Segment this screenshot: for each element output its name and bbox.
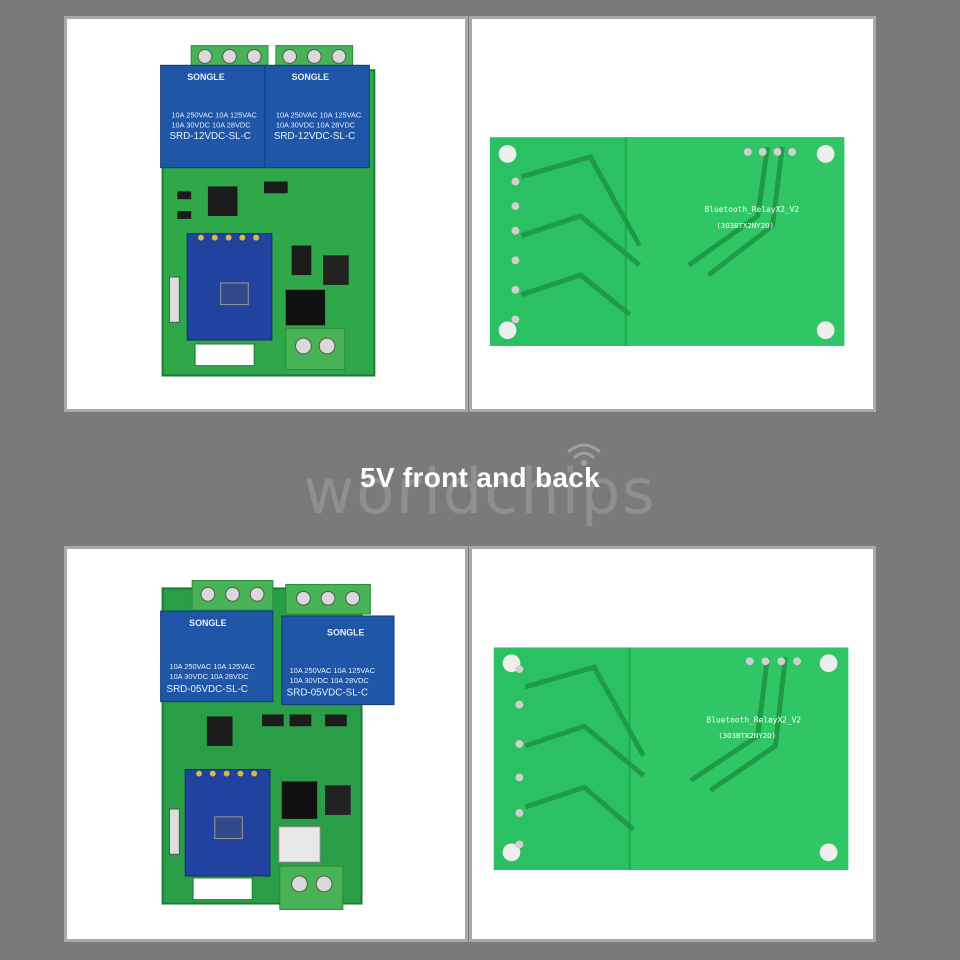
relay-rating-text: 10A 30VDC 10A 28VDC [276,120,356,129]
relay-brand-text: SONGLE [187,72,225,82]
relay-brand-text: SONGLE [189,618,227,628]
relay-brand-text: SONGLE [327,628,365,638]
relay-rating-text: 10A 30VDC 10A 28VDC [171,120,251,129]
relay-rating-text: 10A 250VAC 10A 125VAC [169,662,255,671]
relay-rating-text: 10A 250VAC 10A 125VAC [276,110,362,119]
relay-rating-text: 10A 250VAC 10A 125VAC [290,666,376,675]
relay-brand-text: SONGLE [292,72,330,82]
relay-model-text: SRD-12VDC-SL-C [274,131,355,142]
relay-rating-text: 10A 250VAC 10A 125VAC [171,110,257,119]
relay-rating-text: 10A 30VDC 10A 28VDC [290,676,370,685]
photo-front-top: SONGLE SONGLE 10A 250VAC 10A 125VAC 10A … [64,16,468,412]
watermark: worldchips [303,455,657,528]
wifi-icon [567,443,601,466]
photo-back-top: Bluetooth_RelayX2_V2 (3O3BTX2NY2O) [469,16,876,412]
caption-text: 5V front and back [359,462,601,493]
relay-model-text: SRD-05VDC-SL-C [167,684,248,695]
photo-front-bottom: SONGLE SONGLE 10A 250VAC 10A 125VAC 10A … [64,546,468,942]
board-code-text: (3O3BTX2NY2O) [718,731,776,740]
board-name-text: Bluetooth_RelayX2_V2 [705,205,800,214]
relay-board-back-image: Bluetooth_RelayX2_V2 (3O3BTX2NY2O) [493,647,849,871]
photo-back-bottom: Bluetooth_RelayX2_V2 (3O3BTX2NY2O) [469,546,876,942]
relay-board-front-image: SONGLE SONGLE 10A 250VAC 10A 125VAC 10A … [160,45,376,377]
relay-board-front-image: SONGLE SONGLE 10A 250VAC 10A 125VAC 10A … [160,580,395,910]
board-code-text: (3O3BTX2NY2O) [716,221,774,230]
board-name-text: Bluetooth_RelayX2_V2 [706,715,801,724]
relay-model-text: SRD-05VDC-SL-C [287,688,368,699]
relay-rating-text: 10A 30VDC 10A 28VDC [169,672,249,681]
relay-board-back-image: Bluetooth_RelayX2_V2 (3O3BTX2NY2O) [489,137,845,346]
relay-model-text: SRD-12VDC-SL-C [169,131,250,142]
